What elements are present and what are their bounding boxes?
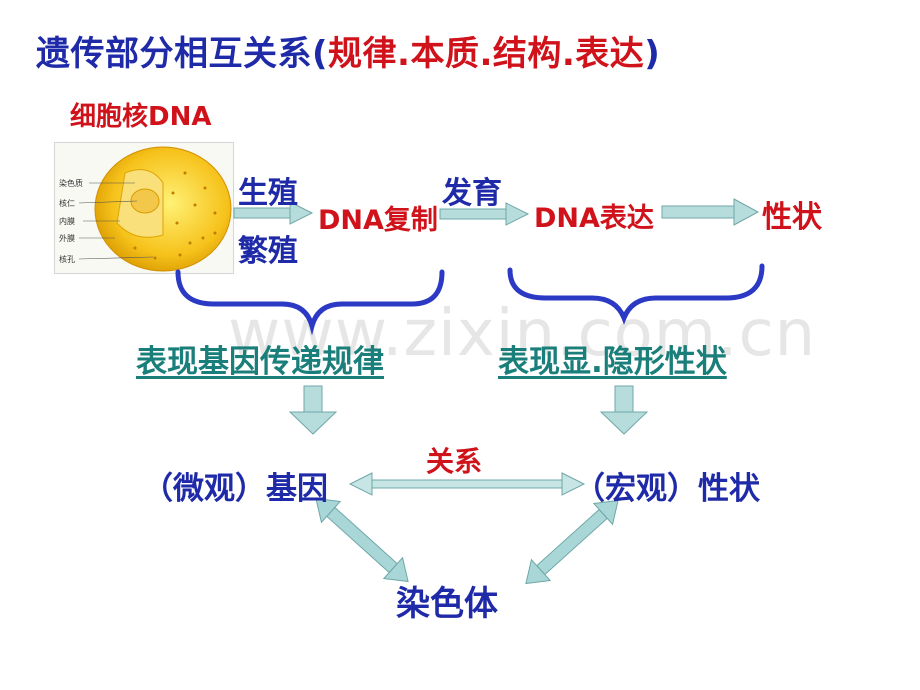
page-title: 遗传部分相互关系(规律.本质.结构.表达) <box>36 26 660 75</box>
relation-label: 关系 <box>426 445 483 478</box>
arrow-to-replication <box>233 201 314 225</box>
arrow-to-trait <box>661 198 760 226</box>
reproduce-bottom-label: 繁殖 <box>238 234 298 269</box>
micro-gene-label: （微观）基因 <box>142 471 328 507</box>
gene-chromosome-arrow <box>315 497 409 583</box>
part-label: 染色质 <box>59 179 83 188</box>
part-label: 外膜 <box>59 234 75 243</box>
trait-chromosome-arrow <box>525 499 619 585</box>
part-label: 核孔 <box>59 255 75 264</box>
part-label: 内膜 <box>59 217 75 226</box>
reproduce-top-label: 生殖 <box>238 176 298 211</box>
trait-label: 性状 <box>762 200 822 235</box>
nucleus-drawing <box>78 146 232 272</box>
expression-label: DNA表达 <box>534 203 654 234</box>
law-left: 表现基因传递规律 <box>136 344 384 380</box>
brace-right <box>507 263 765 325</box>
development-label: 发育 <box>442 176 502 211</box>
title-prefix: 遗传部分相互关系( <box>36 34 329 74</box>
down-arrow-right <box>599 385 649 435</box>
arrow-to-expression <box>439 202 530 226</box>
law-right: 表现显.隐形性状 <box>498 344 727 380</box>
title-suffix: ) <box>644 34 661 74</box>
macro-trait-label: （宏观）性状 <box>574 471 760 507</box>
nucleus-label: 细胞核DNA <box>70 102 212 132</box>
replication-label: DNA复制 <box>318 205 438 236</box>
down-arrow-left <box>288 385 338 435</box>
title-highlight: 规律.本质.结构.表达 <box>328 34 645 74</box>
brace-left <box>175 269 445 336</box>
chromosome-label: 染色体 <box>396 584 498 624</box>
nucleus-image: 染色质 核仁 内膜 外膜 核孔 <box>54 142 234 274</box>
part-label: 核仁 <box>59 199 75 208</box>
relation-arrow <box>348 472 586 496</box>
